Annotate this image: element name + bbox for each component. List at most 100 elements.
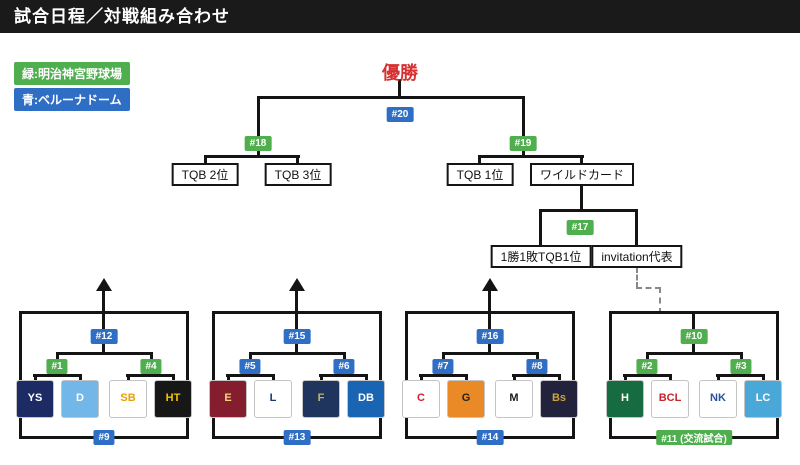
- match-badge-14: #14: [476, 430, 504, 445]
- match-badge-11: #11 (交流試合): [656, 430, 732, 445]
- bracket-line: [442, 352, 539, 355]
- team-abbr: SB: [120, 392, 136, 405]
- team-logo-lc: LC: [744, 380, 782, 418]
- bracket-line: [716, 374, 765, 377]
- bracket-line: [272, 374, 275, 383]
- bracket-line: [295, 290, 298, 313]
- group-bracket-4: #10 #2 #3 #11 (交流試合) H BCL NK LC: [606, 278, 782, 458]
- bracket-line: [580, 184, 583, 212]
- match-badge-6: #6: [333, 359, 355, 374]
- advance-arrow-icon: [96, 278, 112, 291]
- team-logo-giants: G: [447, 380, 485, 418]
- team-abbr: BCL: [658, 392, 682, 405]
- bracket-line: [186, 311, 189, 439]
- slot-wildcard: ワイルドカード: [529, 163, 635, 186]
- match-badge-13: #13: [283, 430, 311, 445]
- team-abbr: L: [269, 392, 277, 405]
- slot-tqb-1: TQB 1位: [446, 163, 514, 186]
- bracket-line: [478, 155, 584, 158]
- bracket-line: [102, 290, 105, 313]
- team-logo-baystars: DB: [347, 380, 385, 418]
- team-logo-eagles: E: [209, 380, 247, 418]
- team-abbr: LC: [755, 392, 771, 405]
- team-logo-marines: M: [495, 380, 533, 418]
- team-logo-buffaloes: Bs: [540, 380, 578, 418]
- team-abbr: HT: [165, 392, 181, 405]
- bracket-line: [172, 374, 175, 383]
- bracket-line: [776, 311, 779, 439]
- bracket-line: [522, 96, 525, 158]
- team-logo-fighters: F: [302, 380, 340, 418]
- team-abbr: DB: [358, 392, 374, 405]
- bracket-line: [227, 374, 230, 383]
- bracket-line: [646, 352, 743, 355]
- team-logo-h: H: [606, 380, 644, 418]
- match-badge-5: #5: [239, 359, 261, 374]
- legend-belluna: 青:ベルーナドーム: [14, 88, 130, 111]
- team-logo-swallows: YS: [16, 380, 54, 418]
- bracket-line: [669, 374, 672, 383]
- bracket-line: [212, 311, 215, 439]
- team-logo-carp: C: [402, 380, 440, 418]
- bracket-line: [398, 79, 401, 97]
- team-logo-hawks: SB: [109, 380, 147, 418]
- bracket-line: [572, 311, 575, 439]
- team-logo-tigers: HT: [154, 380, 192, 418]
- match-badge-17: #17: [566, 220, 594, 235]
- team-abbr: G: [461, 392, 471, 405]
- bracket-line: [717, 374, 720, 383]
- page-title: 試合日程／対戦組み合わせ: [0, 0, 800, 33]
- bracket-line: [34, 374, 37, 383]
- bracket-line: [539, 209, 542, 246]
- team-logo-route-inn-bcl: BCL: [651, 380, 689, 418]
- group-bracket-3: #16 #7 #8 #14 C G M Bs: [402, 278, 578, 458]
- match-badge-20: #20: [386, 107, 414, 122]
- bracket-line: [609, 311, 612, 439]
- team-abbr: M: [509, 392, 519, 405]
- match-badge-15: #15: [283, 329, 311, 344]
- team-logo-lions: L: [254, 380, 292, 418]
- match-badge-19: #19: [509, 136, 537, 151]
- team-abbr: E: [224, 392, 232, 405]
- slot-tqb-3: TQB 3位: [264, 163, 332, 186]
- team-abbr: H: [621, 392, 629, 405]
- bracket-line: [539, 209, 638, 212]
- team-abbr: Bs: [551, 392, 567, 405]
- bracket-line: [488, 290, 491, 313]
- bracket-line: [226, 374, 275, 377]
- bracket-line: [558, 374, 561, 383]
- bracket-line: [762, 374, 765, 383]
- advance-arrow-icon: [482, 278, 498, 291]
- slot-tqb-2: TQB 2位: [171, 163, 239, 186]
- invitation-dashed-line: [636, 267, 638, 288]
- bracket-line: [419, 374, 468, 377]
- match-badge-9: #9: [93, 430, 115, 445]
- bracket-line: [580, 155, 583, 166]
- bracket-line: [249, 352, 346, 355]
- bracket-line: [204, 155, 207, 166]
- bracket-line: [379, 311, 382, 439]
- bracket-line: [319, 374, 368, 377]
- bracket-line: [513, 374, 516, 383]
- invitation-dashed-line: [659, 287, 661, 314]
- team-abbr: NK: [710, 392, 726, 405]
- match-badge-16: #16: [476, 329, 504, 344]
- bracket-line: [56, 352, 153, 355]
- bracket-line: [33, 374, 82, 377]
- bracket-line: [624, 374, 627, 383]
- bracket-line: [420, 374, 423, 383]
- match-badge-7: #7: [432, 359, 454, 374]
- match-badge-4: #4: [140, 359, 162, 374]
- bracket-line: [257, 96, 525, 99]
- bracket-line: [320, 374, 323, 383]
- bracket-line: [365, 374, 368, 383]
- group-bracket-1: #12 #1 #4 #9 YS D SB HT: [16, 278, 192, 458]
- team-abbr: D: [76, 392, 84, 405]
- bracket-line: [19, 311, 22, 439]
- match-badge-2: #2: [636, 359, 658, 374]
- invitation-dashed-line: [636, 287, 661, 289]
- bracket-line: [405, 311, 408, 439]
- team-abbr: YS: [27, 392, 43, 405]
- match-badge-3: #3: [730, 359, 752, 374]
